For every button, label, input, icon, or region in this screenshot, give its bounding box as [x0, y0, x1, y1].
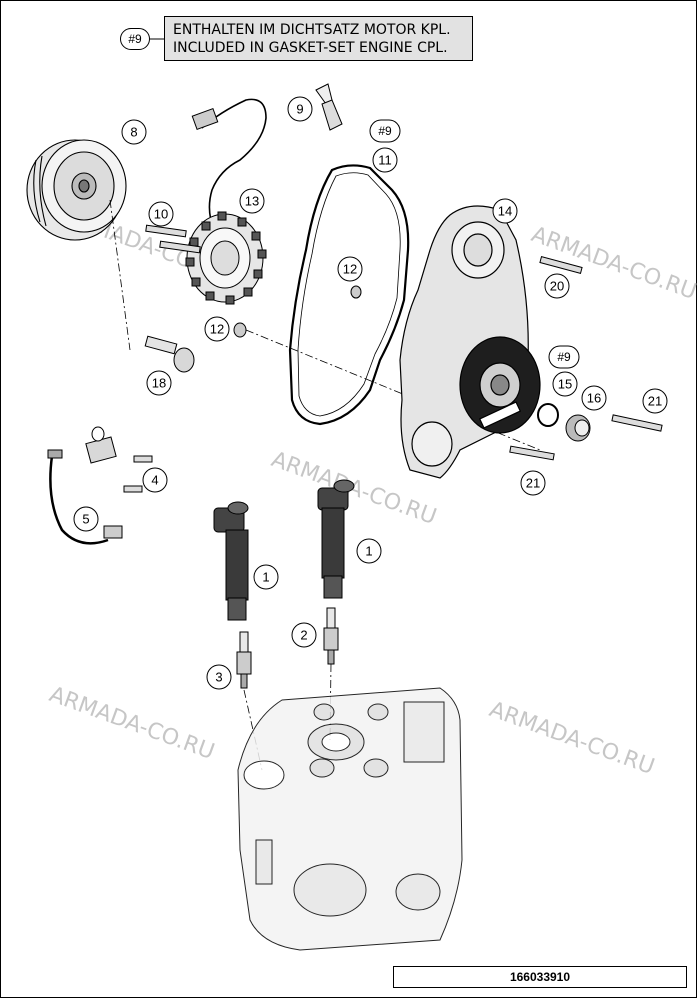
svg-text:13: 13	[245, 194, 259, 209]
part-9-bracket	[315, 83, 343, 131]
part-1-ignition-coil-right	[317, 479, 355, 599]
callout-14[interactable]: 14	[492, 198, 518, 224]
svg-text:8: 8	[130, 125, 137, 140]
part-3-spark-plug	[236, 631, 252, 689]
callout-9-ref-gasket[interactable]: #9	[369, 119, 401, 143]
svg-text:14: 14	[498, 204, 512, 219]
svg-text:#9: #9	[378, 124, 392, 138]
part-12-dowels	[233, 285, 362, 338]
part-14-generator-cover	[399, 205, 541, 479]
svg-text:5: 5	[82, 512, 89, 527]
callout-2[interactable]: 2	[291, 622, 317, 648]
svg-text:4: 4	[151, 473, 158, 488]
part-8-rotor	[26, 139, 127, 241]
note-reference-callout: #9	[120, 28, 150, 50]
note-line-german: ENTHALTEN IM DICHTSATZ MOTOR KPL.	[173, 22, 451, 38]
callout-4[interactable]: 4	[142, 467, 168, 493]
part-2-spark-plug	[323, 607, 339, 665]
part-4-pulse-generator	[85, 426, 153, 493]
svg-text:1: 1	[262, 570, 269, 585]
watermark-5: ARMADA-CO.RU	[486, 697, 658, 780]
part-1-ignition-coil-left	[213, 501, 249, 621]
callout-8[interactable]: 8	[121, 119, 147, 145]
svg-text:12: 12	[210, 322, 224, 337]
callout-1-right[interactable]: 1	[356, 538, 382, 564]
svg-text:20: 20	[550, 279, 564, 294]
svg-text:15: 15	[558, 377, 572, 392]
part-18-bolt	[144, 335, 195, 373]
part-15-o-ring	[537, 403, 559, 427]
svg-text:2: 2	[300, 628, 307, 643]
part-11-gasket	[288, 164, 410, 426]
drawing-number: 166033910	[393, 966, 687, 988]
svg-text:12: 12	[343, 262, 357, 277]
callout-15[interactable]: 15	[552, 371, 578, 397]
gasket-set-note: ENTHALTEN IM DICHTSATZ MOTOR KPL. INCLUD…	[164, 16, 473, 61]
callout-16[interactable]: 16	[581, 385, 607, 411]
callout-11[interactable]: 11	[372, 147, 398, 173]
callout-21-right[interactable]: 21	[642, 388, 668, 414]
cylinder-head	[237, 687, 463, 951]
part-13-stator	[185, 98, 267, 305]
part-5-sensor-cable	[47, 449, 123, 545]
svg-text:10: 10	[154, 207, 168, 222]
callout-9[interactable]: 9	[287, 96, 313, 122]
svg-text:9: 9	[296, 102, 303, 117]
cover-axis-line	[245, 329, 541, 451]
note-line-english: INCLUDED IN GASKET-SET ENGINE CPL.	[173, 40, 448, 56]
svg-text:16: 16	[587, 391, 601, 406]
callout-12-lower[interactable]: 12	[204, 316, 230, 342]
callout-10[interactable]: 10	[148, 201, 174, 227]
rotor-axis-line	[109, 199, 131, 351]
svg-text:21: 21	[648, 394, 662, 409]
callout-21-lower[interactable]: 21	[520, 470, 546, 496]
callout-5[interactable]: 5	[73, 506, 99, 532]
callout-20[interactable]: 20	[544, 273, 570, 299]
callout-3[interactable]: 3	[206, 664, 232, 690]
svg-text:11: 11	[378, 153, 392, 168]
part-16-plug	[565, 414, 591, 442]
svg-text:21: 21	[526, 476, 540, 491]
callout-13[interactable]: 13	[239, 188, 265, 214]
callout-9-ref-cover[interactable]: #9	[548, 345, 580, 369]
callout-1-left[interactable]: 1	[253, 564, 279, 590]
callout-12-upper[interactable]: 12	[337, 256, 363, 282]
part-20-21-screws	[509, 256, 663, 461]
callout-18[interactable]: 18	[146, 370, 172, 396]
part-10-screws	[145, 224, 201, 254]
watermark-4: ARMADA-CO.RU	[46, 682, 218, 765]
svg-text:3: 3	[215, 670, 222, 685]
svg-text:18: 18	[152, 376, 166, 391]
svg-text:1: 1	[365, 544, 372, 559]
svg-text:#9: #9	[557, 350, 571, 364]
